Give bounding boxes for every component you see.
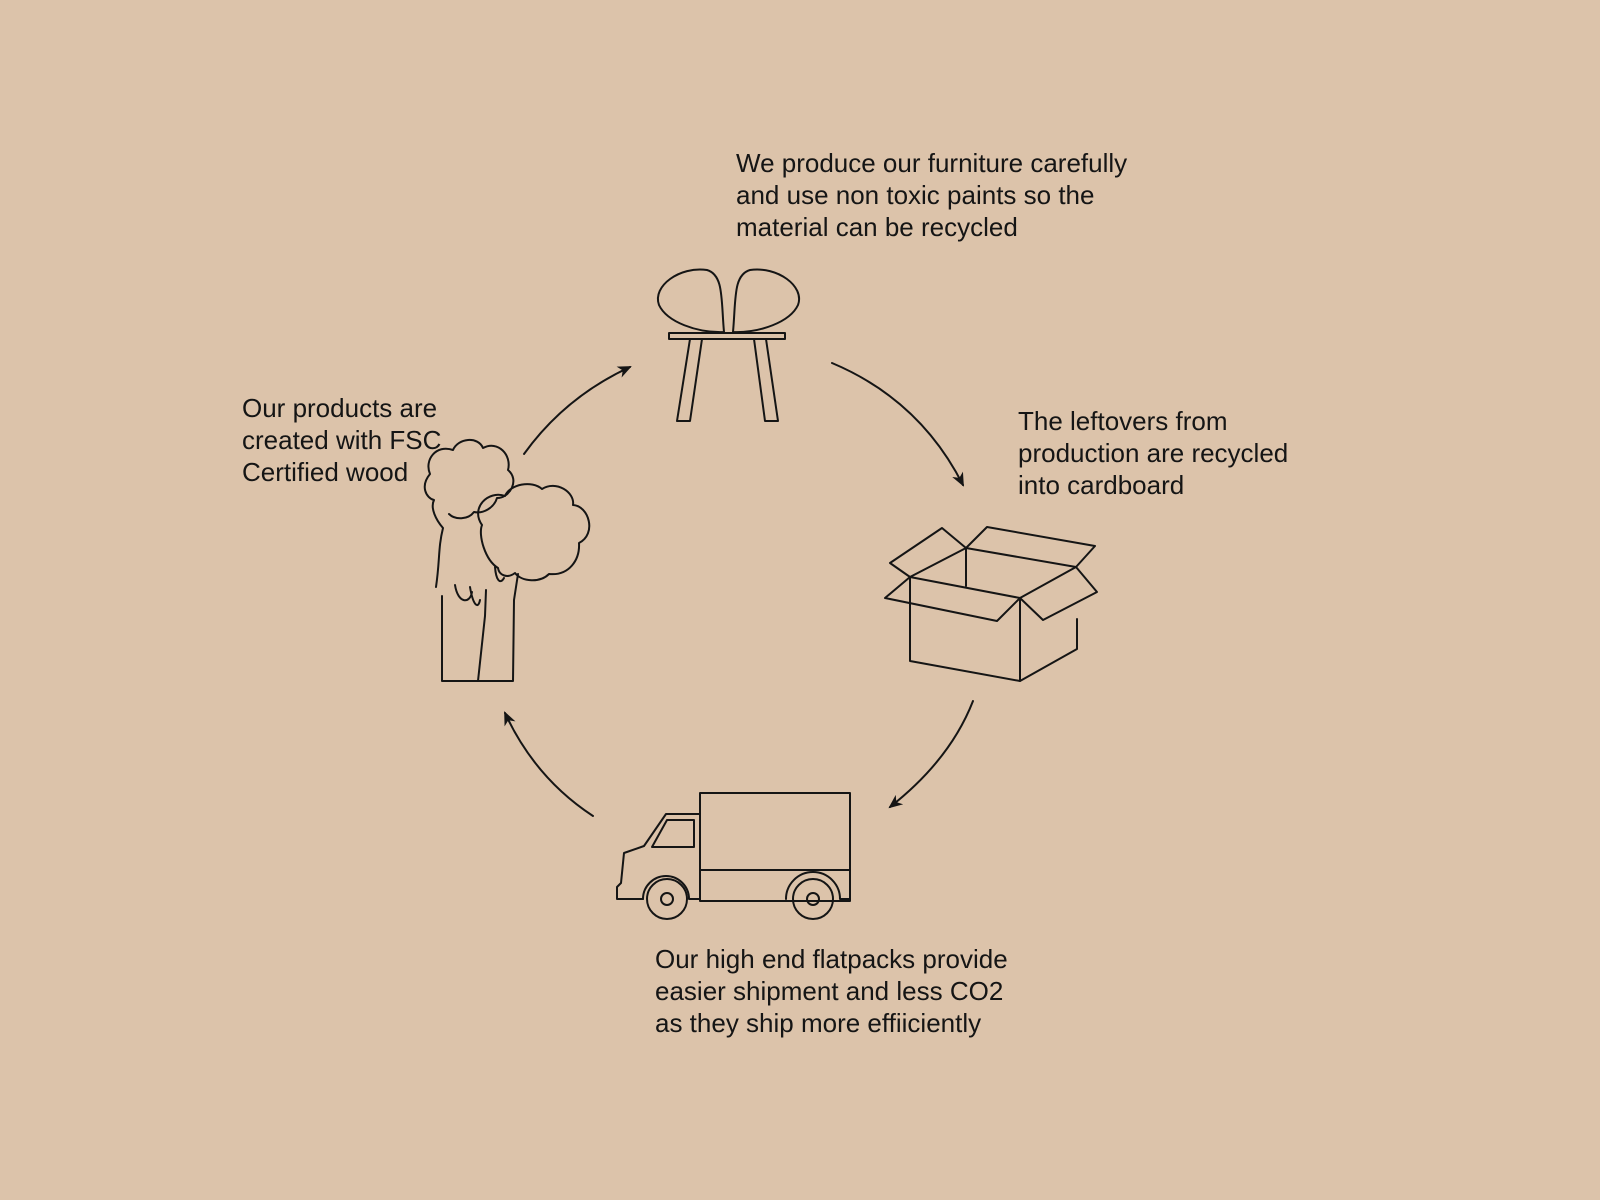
arrow-box-to-truck — [888, 700, 974, 809]
caption-line: We produce our furniture carefully — [736, 148, 1128, 178]
trees-icon — [423, 439, 591, 682]
caption-line: easier shipment and less CO2 — [655, 976, 1004, 1006]
arrow-truck-to-trees — [504, 711, 594, 817]
caption-line: The leftovers from — [1018, 406, 1228, 436]
caption-line: Our products are — [242, 393, 438, 423]
truck-icon — [616, 792, 851, 920]
caption-shipping: Our high end flatpacks provide easier sh… — [655, 943, 1008, 1039]
caption-furniture: We produce our furniture carefully and u… — [736, 147, 1127, 243]
caption-line: as they ship more effiiciently — [655, 1008, 982, 1038]
caption-line: Certified wood — [242, 457, 409, 487]
caption-wood: Our products are created with FSC Certif… — [242, 392, 441, 488]
caption-leftovers: The leftovers from production are recycl… — [1018, 405, 1288, 501]
caption-line: into cardboard — [1018, 470, 1185, 500]
caption-line: Our high end flatpacks provide — [655, 944, 1008, 974]
caption-line: material can be recycled — [736, 212, 1018, 242]
arrow-chair-to-box — [831, 362, 964, 487]
caption-line: created with FSC — [242, 425, 442, 455]
caption-line: and use non toxic paints so the — [736, 180, 1095, 210]
caption-line: production are recycled — [1018, 438, 1289, 468]
arrow-trees-to-chair — [523, 366, 632, 455]
cardboard-box-icon — [884, 526, 1098, 682]
chair-icon — [656, 268, 801, 422]
